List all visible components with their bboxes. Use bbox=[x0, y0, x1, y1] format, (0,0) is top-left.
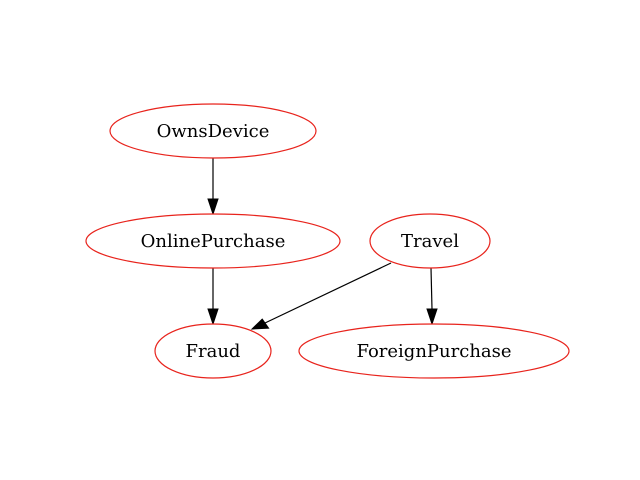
edge-ownsdevice-onlinepurchase bbox=[207, 158, 219, 216]
node-label: Travel bbox=[401, 231, 459, 252]
node-foreign-purchase: ForeignPurchase bbox=[298, 323, 570, 379]
node-online-purchase: OnlinePurchase bbox=[85, 213, 341, 269]
node-fraud: Fraud bbox=[154, 323, 272, 379]
edge-onlinepurchase-fraud bbox=[207, 268, 219, 326]
edge-travel-fraud bbox=[250, 262, 392, 330]
node-travel: Travel bbox=[369, 213, 491, 269]
node-label: ForeignPurchase bbox=[356, 341, 511, 362]
nodes: OwnsDevice OnlinePurchase Travel Fraud F… bbox=[85, 103, 570, 379]
edges bbox=[207, 158, 438, 330]
node-label: OnlinePurchase bbox=[141, 231, 286, 252]
node-label: OwnsDevice bbox=[157, 121, 270, 142]
edge-travel-foreignpurchase bbox=[426, 267, 438, 326]
node-label: Fraud bbox=[186, 341, 241, 362]
node-owns-device: OwnsDevice bbox=[109, 103, 317, 159]
